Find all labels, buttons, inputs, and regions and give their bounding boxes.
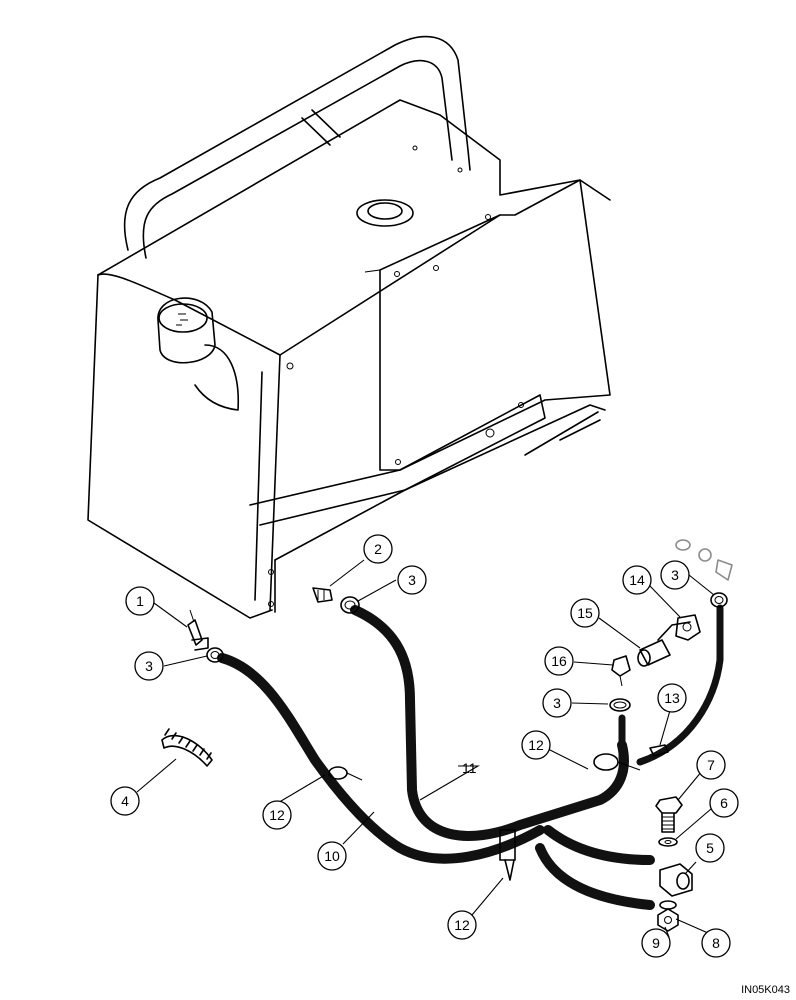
part-8-9-nut [657, 900, 679, 932]
part-16-elbow [611, 655, 631, 687]
svg-text:12: 12 [528, 737, 544, 753]
callout-12-a: 12 [262, 800, 292, 830]
svg-text:7: 7 [707, 757, 715, 773]
svg-text:5: 5 [706, 840, 714, 856]
callout-16: 16 [544, 646, 574, 676]
svg-text:3: 3 [553, 695, 561, 711]
part-12-clamp-a [328, 766, 363, 781]
svg-text:12: 12 [269, 807, 285, 823]
part-7-bolt [655, 796, 683, 833]
callout-1: 1 [125, 586, 155, 616]
callout-4: 4 [110, 786, 140, 816]
callout-2: 2 [363, 534, 393, 564]
svg-text:12: 12 [454, 917, 470, 933]
svg-text:3: 3 [408, 572, 416, 588]
part-13-clip [649, 744, 669, 757]
part-3-clamp-a [340, 596, 360, 614]
part-15-valve [637, 621, 691, 667]
hoses [217, 604, 724, 910]
callout-3-d: 3 [542, 688, 572, 718]
fuel-tank [87, 35, 611, 619]
part-14-elbow [675, 614, 701, 641]
part-4-spring [161, 728, 213, 767]
svg-text:10: 10 [324, 848, 340, 864]
svg-text:15: 15 [577, 605, 593, 621]
svg-text:13: 13 [664, 690, 680, 706]
callout-12-b: 12 [447, 910, 477, 940]
filler-cap [157, 297, 240, 411]
callout-3-b: 3 [134, 651, 164, 681]
svg-text:2: 2 [374, 541, 382, 557]
callout-5: 5 [695, 833, 725, 863]
svg-text:9: 9 [652, 935, 660, 951]
part-1-elbow [187, 609, 209, 651]
figure-id: IN05K043 [741, 984, 790, 996]
callout-3-c: 3 [660, 560, 690, 590]
callout-8: 8 [701, 928, 731, 958]
svg-text:14: 14 [629, 572, 645, 588]
callout-10: 10 [317, 841, 347, 871]
part-3-clamp-c [609, 698, 631, 712]
callout-12-c: 12 [521, 730, 551, 760]
svg-text:6: 6 [720, 795, 728, 811]
part-12-clamp-b [499, 829, 516, 881]
callout-14: 14 [622, 565, 652, 595]
callout-13: 13 [657, 683, 687, 713]
callout-3-a: 3 [397, 565, 427, 595]
part-12-clamp-c [593, 753, 641, 771]
svg-text:4: 4 [121, 793, 129, 809]
part-5-clamp-block [659, 863, 693, 897]
part-3-clamp-d [710, 592, 728, 608]
part-3-clamp-b [206, 647, 224, 663]
svg-text:3: 3 [145, 658, 153, 674]
part-2-fitting [312, 587, 333, 603]
svg-text:11: 11 [462, 760, 477, 776]
callout-15: 15 [570, 598, 600, 628]
svg-text:8: 8 [712, 935, 720, 951]
label-11: 11 [462, 760, 477, 776]
faded-fittings [675, 539, 733, 581]
part-6-washer [658, 837, 678, 847]
svg-text:3: 3 [671, 567, 679, 583]
callout-6: 6 [709, 788, 739, 818]
callout-9: 9 [641, 928, 671, 958]
svg-text:16: 16 [551, 653, 567, 669]
svg-text:1: 1 [136, 593, 144, 609]
callout-7: 7 [696, 750, 726, 780]
